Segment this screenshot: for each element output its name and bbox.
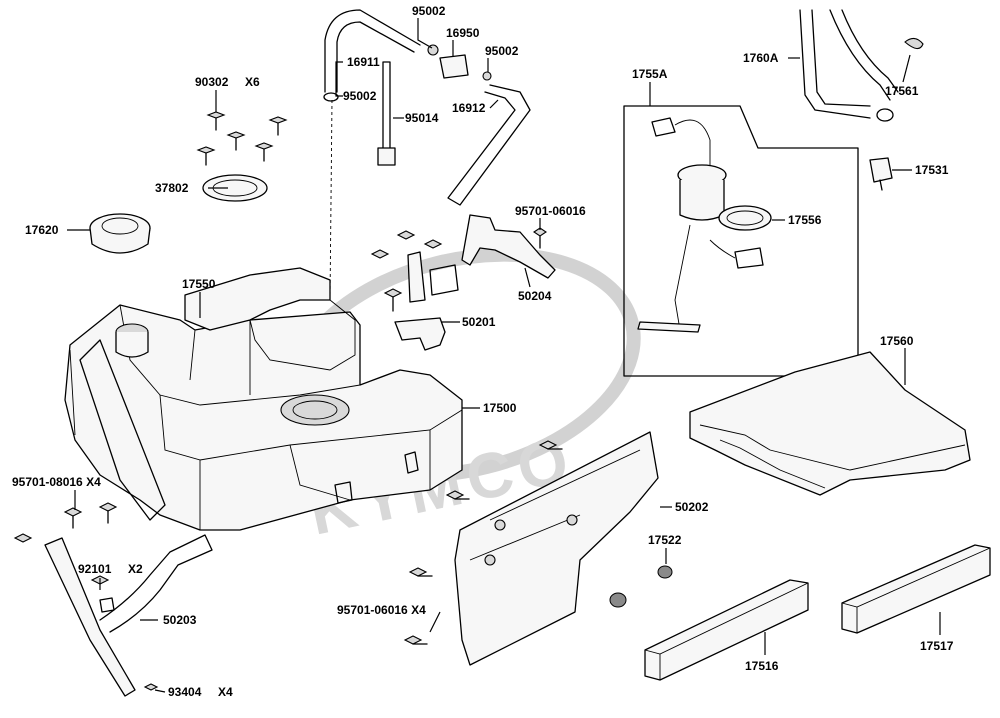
label-17550: 17550 xyxy=(182,277,216,291)
grommets-17522 xyxy=(609,565,673,608)
label-37802: 37802 xyxy=(155,181,189,195)
label-16911: 16911 xyxy=(347,55,380,69)
label-16950: 16950 xyxy=(446,26,480,40)
leader-lines xyxy=(67,18,941,693)
bracket-50203 xyxy=(13,533,213,697)
bolts-90302 xyxy=(196,111,288,166)
label-95002-c: 95002 xyxy=(343,89,377,103)
label-90302: 90302 xyxy=(195,75,229,89)
label-50203: 50203 xyxy=(163,613,197,627)
label-17531: 17531 xyxy=(915,163,949,177)
label-50204: 50204 xyxy=(518,289,552,303)
label-95701-08016-x4: 95701-08016 X4 xyxy=(12,475,101,489)
bracket-50204 xyxy=(461,214,556,279)
tank-cover-17550 xyxy=(184,267,356,371)
fitting-17531 xyxy=(869,157,893,191)
bolts-95701-08016 xyxy=(63,502,118,529)
label-17522: 17522 xyxy=(648,533,682,547)
label-95701-06016-upper: 95701-06016 xyxy=(515,204,586,218)
fuel-hose-1760A xyxy=(799,9,924,122)
foam-pad-17517 xyxy=(841,544,991,634)
part-labels: 95002 16950 95002 16911 95002 16912 9501… xyxy=(12,4,954,699)
label-93404-qty: X4 xyxy=(218,685,233,699)
label-17517: 17517 xyxy=(920,639,954,653)
heat-shield-17560 xyxy=(689,351,971,496)
label-50201: 50201 xyxy=(462,315,496,329)
label-50202: 50202 xyxy=(675,500,709,514)
label-17620: 17620 xyxy=(25,223,59,237)
label-95701-06016-x4: 95701-06016 X4 xyxy=(337,603,426,617)
label-1755A: 1755A xyxy=(632,67,668,81)
label-95014: 95014 xyxy=(405,111,439,125)
fuel-pump-assembly-1755A xyxy=(623,105,859,377)
label-90302-qty: X6 xyxy=(245,75,260,89)
label-17516: 17516 xyxy=(745,659,779,673)
fuel-tank-17500 xyxy=(64,304,463,531)
label-17556: 17556 xyxy=(788,213,822,227)
label-17560: 17560 xyxy=(880,334,914,348)
bolt-95701-06016-upper xyxy=(533,227,547,249)
fuel-cap-17620 xyxy=(89,213,151,254)
label-17500: 17500 xyxy=(483,401,517,415)
label-95002-a: 95002 xyxy=(412,4,446,18)
shield-plate-50202 xyxy=(454,431,659,666)
bracket-50201 xyxy=(370,230,459,351)
label-92101: 92101 xyxy=(78,562,112,576)
label-1760A: 1760A xyxy=(743,51,779,65)
label-17561: 17561 xyxy=(885,84,919,98)
label-16912: 16912 xyxy=(452,101,486,115)
label-95002-b: 95002 xyxy=(485,44,519,58)
label-92101-qty: X2 xyxy=(128,562,143,576)
bolts-95701-06016-x4 xyxy=(403,440,563,645)
strap-95014 xyxy=(329,61,396,301)
foam-pad-17516 xyxy=(644,579,809,681)
vent-hose-16911-16912 xyxy=(323,9,531,206)
label-93404: 93404 xyxy=(168,685,202,699)
